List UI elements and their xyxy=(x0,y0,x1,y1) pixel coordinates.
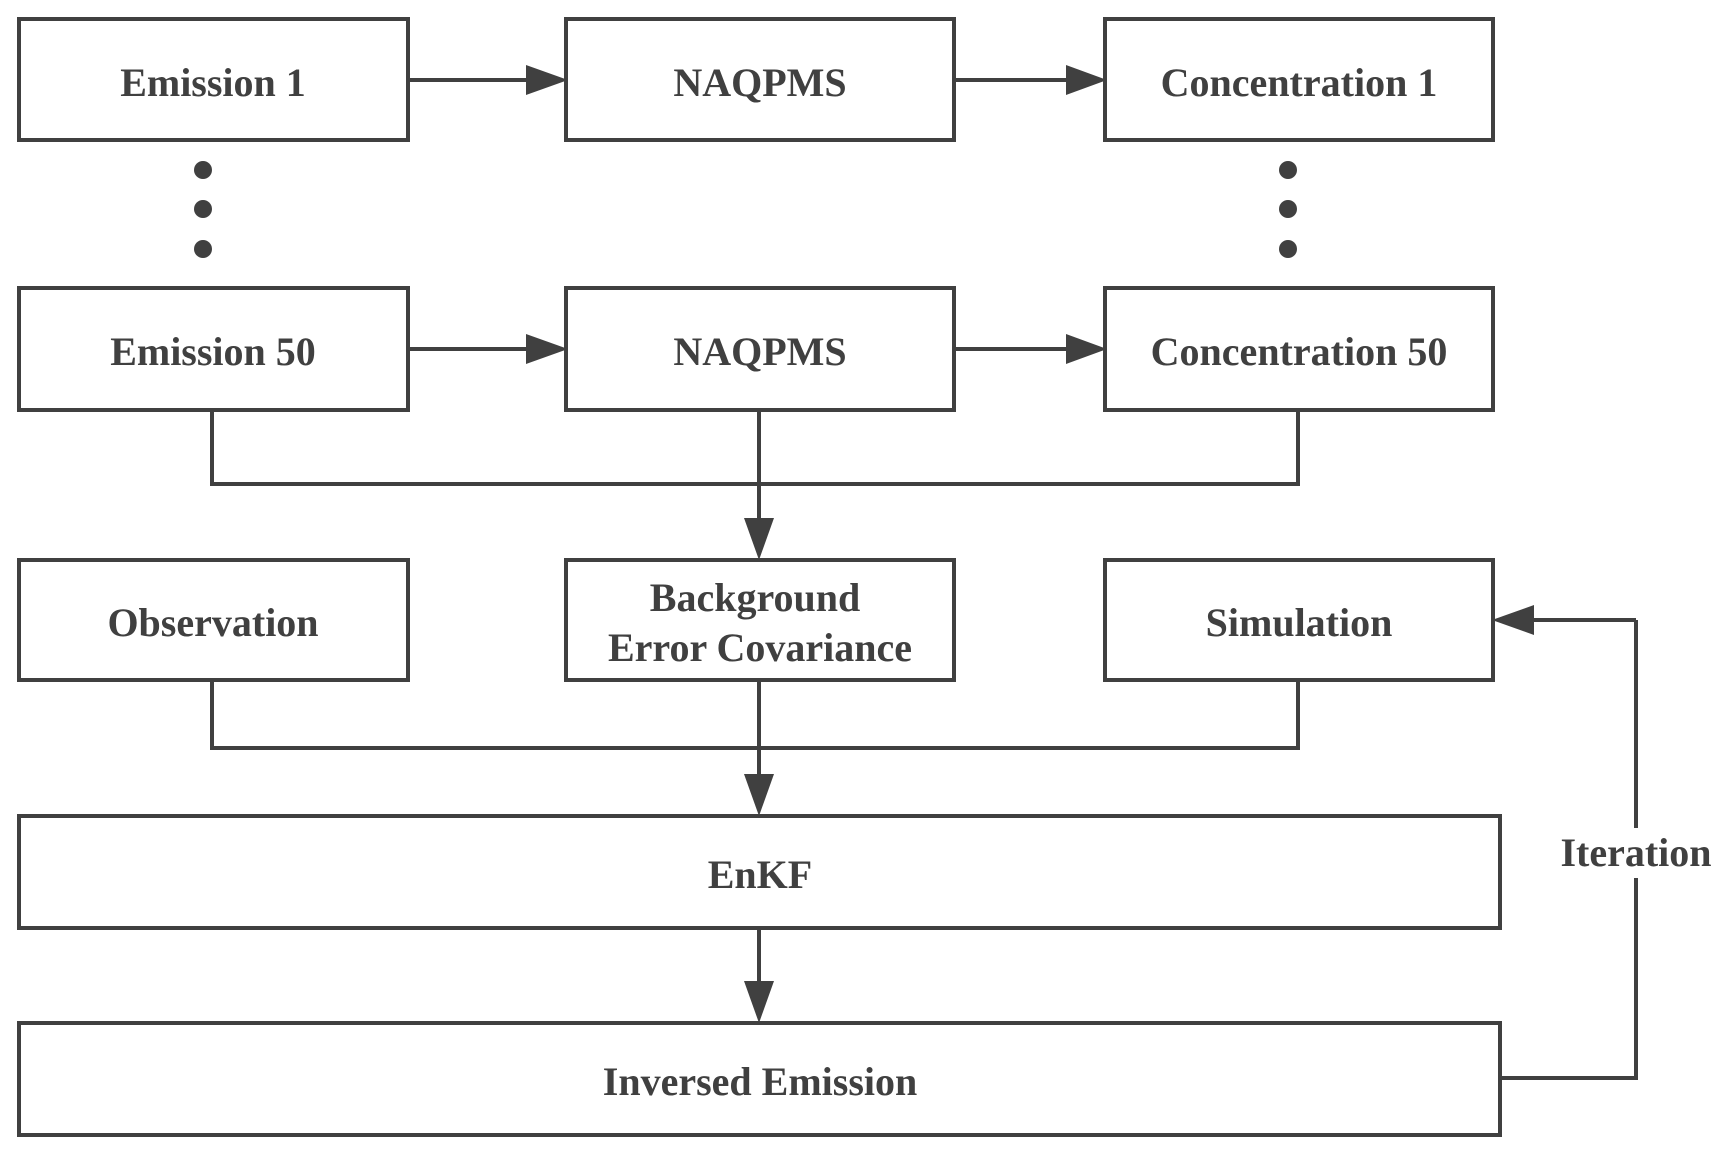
observation-box: Observation xyxy=(17,558,410,682)
iteration-label: Iteration xyxy=(1560,830,1711,875)
enkf-box: EnKF xyxy=(17,814,1502,930)
iteration-loop xyxy=(1492,605,1638,1080)
naqpms-1-box: NAQPMS xyxy=(564,17,956,142)
concentration-50-box: Concentration 50 xyxy=(1103,286,1495,412)
observation-label: Observation xyxy=(107,600,318,645)
arrow-emission50-to-naqpms xyxy=(408,334,568,364)
ellipsis-right xyxy=(1279,161,1297,258)
concentration-50-label: Concentration 50 xyxy=(1151,329,1448,374)
naqpms-1-label: NAQPMS xyxy=(673,60,846,105)
inversed-emission-box: Inversed Emission xyxy=(17,1021,1502,1137)
background-label-line2: Error Covariance xyxy=(608,625,912,670)
background-label-line1: Background xyxy=(650,575,860,620)
inversed-emission-label: Inversed Emission xyxy=(603,1059,918,1104)
arrow-naqpms-to-concentration50 xyxy=(954,334,1107,364)
connector-ensemble-to-background xyxy=(210,412,1300,560)
arrow-naqpms-to-concentration1 xyxy=(954,65,1107,95)
connector-inputs-to-enkf xyxy=(210,682,1300,816)
concentration-1-box: Concentration 1 xyxy=(1103,17,1495,142)
emission-50-label: Emission 50 xyxy=(110,329,316,374)
background-error-covariance-box: Background Error Covariance xyxy=(564,558,956,682)
simulation-box: Simulation xyxy=(1103,558,1495,682)
emission-1-label: Emission 1 xyxy=(120,60,306,105)
emission-1-box: Emission 1 xyxy=(17,17,410,142)
arrow-emission1-to-naqpms xyxy=(408,65,568,95)
concentration-1-label: Concentration 1 xyxy=(1161,60,1438,105)
arrow-enkf-to-inversed-emission xyxy=(744,929,774,1023)
enkf-label: EnKF xyxy=(708,852,812,897)
naqpms-50-box: NAQPMS xyxy=(564,286,956,412)
simulation-label: Simulation xyxy=(1206,600,1393,645)
ellipsis-left xyxy=(194,161,212,258)
naqpms-50-label: NAQPMS xyxy=(673,329,846,374)
emission-50-box: Emission 50 xyxy=(17,286,410,412)
